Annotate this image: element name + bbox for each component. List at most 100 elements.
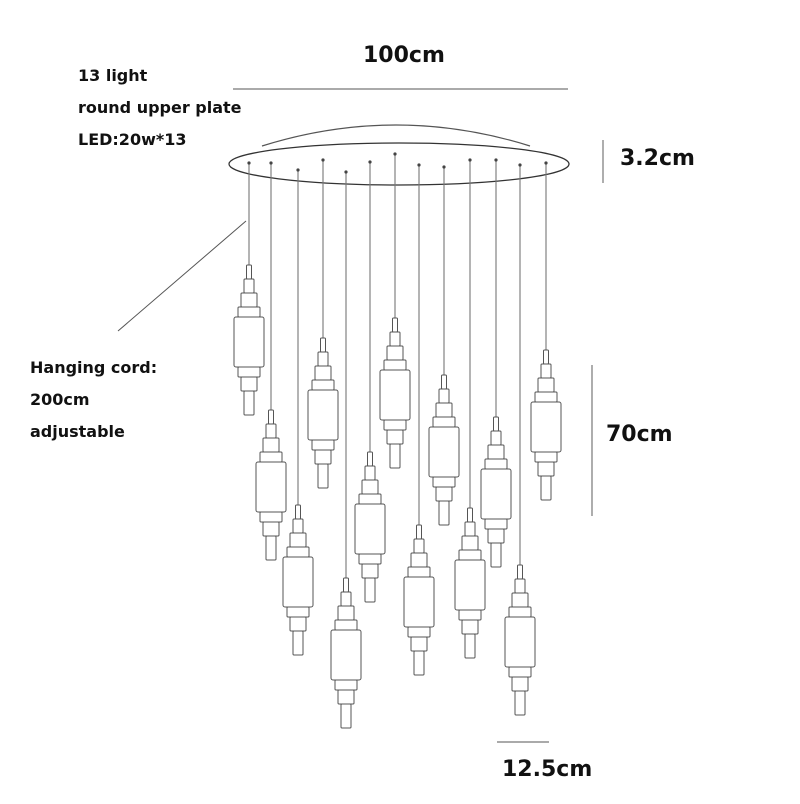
cord-anchor xyxy=(344,170,348,174)
drop-height-label: 70cm xyxy=(606,422,673,447)
pendant-segment xyxy=(383,419,407,431)
pendant-segment xyxy=(487,444,505,460)
pendant-segment xyxy=(320,337,326,353)
pendant-segment xyxy=(438,388,450,404)
pendant-10 xyxy=(454,158,486,659)
pendant-segment xyxy=(337,605,355,621)
pendant-segment xyxy=(389,443,401,469)
pendant-segment xyxy=(358,553,382,565)
pendant-segment xyxy=(484,458,508,470)
pendant-segment xyxy=(514,578,526,594)
pendant-segment xyxy=(240,376,258,392)
pendant-segment xyxy=(246,264,252,280)
pendant-body xyxy=(330,629,362,681)
cord-anchor xyxy=(393,152,397,156)
pendant-segment xyxy=(517,564,523,580)
pendant-body xyxy=(233,316,265,368)
pendant-segment xyxy=(537,461,555,477)
pendant-segment xyxy=(286,546,310,558)
pendant-segment xyxy=(237,366,261,378)
pendant-segment xyxy=(534,451,558,463)
pendant-segment xyxy=(490,542,502,568)
pendant-segment xyxy=(243,278,255,294)
cord-anchor xyxy=(321,158,325,162)
pendant-segment xyxy=(259,511,283,523)
pendant-segment xyxy=(410,552,428,568)
pendant-2 xyxy=(255,161,287,561)
cord-label-length: 200cm xyxy=(30,390,90,409)
pendant-body xyxy=(480,468,512,520)
pendant-1 xyxy=(233,161,265,416)
pendant-segment xyxy=(386,429,404,445)
pendant-segment xyxy=(432,476,456,488)
pendant-13 xyxy=(530,161,562,501)
pendant-segment xyxy=(413,538,425,554)
pendant-segment xyxy=(435,486,453,502)
pendant-width-label: 12.5cm xyxy=(502,757,593,782)
pendant-body xyxy=(530,401,562,453)
pendant-segment xyxy=(467,507,473,523)
pendant-segment xyxy=(458,609,482,621)
pendant-segment xyxy=(386,345,404,361)
spec-plate-type: round upper plate xyxy=(78,98,242,117)
pendant-segment xyxy=(367,451,373,467)
pendant-segment xyxy=(410,636,428,652)
cord-anchor xyxy=(269,161,273,165)
pendant-segment xyxy=(364,577,376,603)
pendant-segment xyxy=(317,351,329,367)
pendant-segment xyxy=(361,479,379,495)
pendant-segment xyxy=(540,475,552,501)
pendant-segment xyxy=(490,430,502,446)
pendant-body xyxy=(428,426,460,478)
pendant-body xyxy=(255,461,287,513)
pendant-5 xyxy=(330,170,362,729)
round-upper-plate xyxy=(228,124,570,186)
pendant-segment xyxy=(311,379,335,391)
pendant-segment xyxy=(259,451,283,463)
pendant-segment xyxy=(392,317,398,333)
pendant-segment xyxy=(413,650,425,676)
cord-label-title: Hanging cord: xyxy=(30,358,158,377)
pendant-segment xyxy=(340,703,352,729)
pendant-segment xyxy=(343,577,349,593)
pendant-segment xyxy=(511,676,529,692)
pendant-segment xyxy=(464,521,476,537)
pendant-segment xyxy=(289,532,307,548)
pendant-segment xyxy=(438,500,450,526)
pendant-segment xyxy=(361,563,379,579)
spec-light-count: 13 light xyxy=(78,66,148,85)
pendant-segment xyxy=(508,606,532,618)
pendant-segment xyxy=(289,616,307,632)
pendant-segment xyxy=(461,535,479,551)
pendant-segment xyxy=(464,633,476,659)
pendant-segment xyxy=(314,365,332,381)
pendant-segment xyxy=(311,439,335,451)
pendant-segment xyxy=(268,409,274,425)
pendant-segment xyxy=(416,524,422,540)
pendant-segment xyxy=(292,630,304,656)
width-label: 100cm xyxy=(363,43,445,68)
pendant-segment xyxy=(237,306,261,318)
pendant-segment xyxy=(493,416,499,432)
pendant-segment xyxy=(358,493,382,505)
pendant-segment xyxy=(265,423,277,439)
pendant-8 xyxy=(403,163,435,676)
pendant-segment xyxy=(389,331,401,347)
cord-anchor xyxy=(368,160,372,164)
pendant-body xyxy=(354,503,386,555)
pendant-segment xyxy=(432,416,456,428)
cord-anchor xyxy=(296,168,300,172)
dimension-lines xyxy=(117,88,604,743)
pendant-segment xyxy=(441,374,447,390)
pendant-body xyxy=(454,559,486,611)
pendant-segment xyxy=(340,591,352,607)
pendant-segment xyxy=(314,449,332,465)
pendant-segment xyxy=(317,463,329,489)
pendant-7 xyxy=(379,152,411,469)
pendant-segment xyxy=(537,377,555,393)
pendant-segment xyxy=(286,606,310,618)
pendant-segment xyxy=(334,679,358,691)
pendant-12 xyxy=(504,163,536,716)
